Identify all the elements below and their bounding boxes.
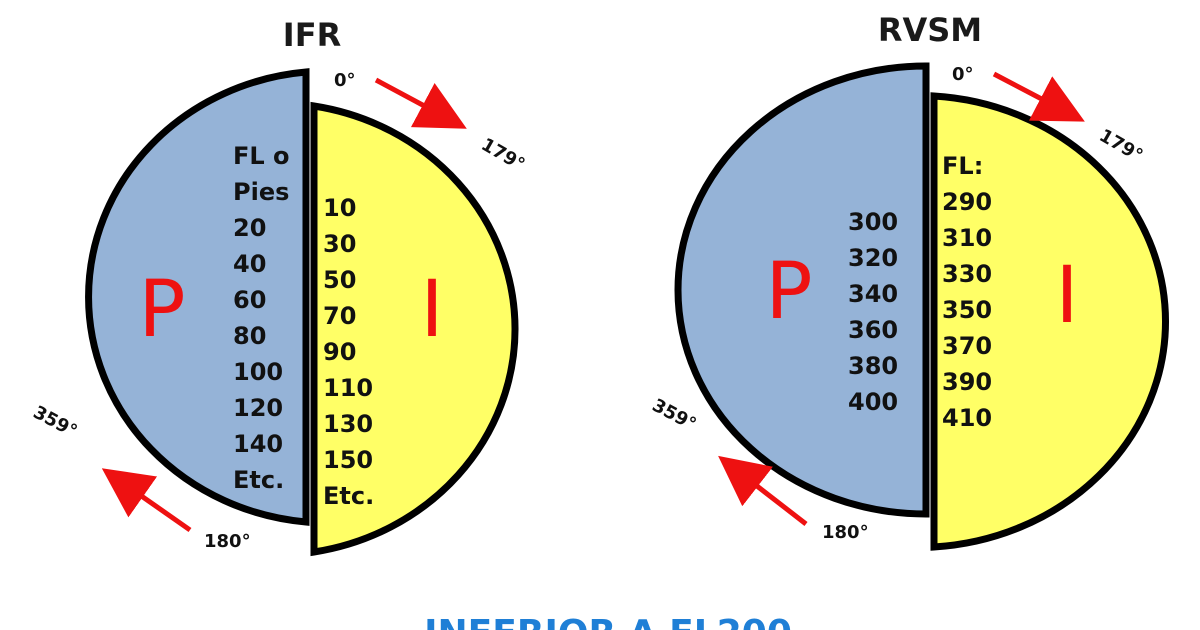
ifr-right-half — [310, 101, 519, 557]
list-item: FL: — [942, 152, 983, 180]
list-item: 30 — [323, 230, 356, 258]
list-item: 100 — [233, 358, 283, 386]
list-item: FL o — [233, 142, 290, 170]
list-item: 300 — [848, 208, 898, 236]
ifr-deg-0: 0° — [334, 70, 356, 91]
list-item: 290 — [942, 188, 992, 216]
list-item: Etc. — [323, 482, 374, 510]
list-item: 10 — [323, 194, 356, 222]
ifr-left-half — [85, 68, 310, 526]
list-item: 120 — [233, 394, 283, 422]
rvsm-left-letter: P — [765, 247, 812, 337]
ifr-left-letter: P — [138, 265, 185, 355]
list-item: 140 — [233, 430, 283, 458]
list-item: 370 — [942, 332, 992, 360]
ifr-arrow-return — [101, 468, 192, 533]
list-item: 20 — [233, 214, 266, 242]
rvsm-right-list: FL: 290 310 330 350 370 390 410 — [942, 152, 992, 432]
list-item: 410 — [942, 404, 992, 432]
list-item: 320 — [848, 244, 898, 272]
ifr-title: IFR — [283, 16, 341, 54]
ifr-right-list: 10 30 50 70 90 110 130 150 Etc. — [323, 194, 374, 510]
rvsm-arrow-return — [718, 455, 808, 526]
footer-caption: INFERIOR A FL200 — [424, 613, 792, 630]
list-item: 90 — [323, 338, 356, 366]
list-item: 60 — [233, 286, 266, 314]
ifr-deg-179: 179° — [478, 134, 529, 175]
ifr-right-letter: I — [420, 265, 443, 355]
list-item: 390 — [942, 368, 992, 396]
list-item: 150 — [323, 446, 373, 474]
list-item: Pies — [233, 178, 289, 206]
list-item: 360 — [848, 316, 898, 344]
ifr-left-list: FL o Pies 20 40 60 80 100 120 140 Etc. — [233, 142, 290, 494]
list-item: Etc. — [233, 466, 284, 494]
list-item: 80 — [233, 322, 266, 350]
list-item: 330 — [942, 260, 992, 288]
rvsm-diagram: RVSM P I 300 320 340 360 380 400 FL: 290… — [649, 11, 1169, 551]
list-item: 310 — [942, 224, 992, 252]
rvsm-right-letter: I — [1055, 251, 1078, 341]
ifr-arrow-clockwise — [374, 77, 467, 129]
ifr-deg-180: 180° — [204, 531, 251, 552]
list-item: 50 — [323, 266, 356, 294]
list-item: 40 — [233, 250, 266, 278]
list-item: 350 — [942, 296, 992, 324]
rvsm-right-half — [930, 92, 1169, 551]
list-item: 400 — [848, 388, 898, 416]
list-item: 70 — [323, 302, 356, 330]
ifr-deg-359: 359° — [30, 402, 81, 442]
rvsm-left-half — [674, 62, 930, 518]
list-item: 130 — [323, 410, 373, 438]
rvsm-deg-359: 359° — [649, 395, 700, 435]
rvsm-left-list: 300 320 340 360 380 400 — [848, 208, 898, 416]
ifr-diagram: IFR P I FL o Pies 20 40 60 80 100 120 14… — [30, 16, 529, 557]
rvsm-deg-180: 180° — [822, 522, 869, 543]
rvsm-arrow-clockwise — [992, 71, 1085, 122]
rvsm-deg-179: 179° — [1096, 125, 1147, 166]
list-item: 340 — [848, 280, 898, 308]
list-item: 380 — [848, 352, 898, 380]
list-item: 110 — [323, 374, 373, 402]
rvsm-deg-0: 0° — [952, 64, 974, 85]
rvsm-title: RVSM — [878, 11, 982, 49]
